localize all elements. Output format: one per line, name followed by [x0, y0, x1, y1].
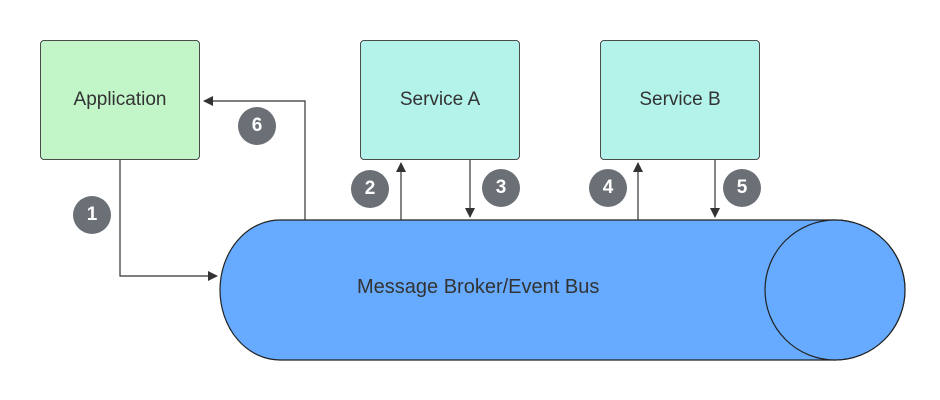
broker-label: Message Broker/Event Bus [357, 276, 600, 298]
step-1-badge: 1 [73, 196, 111, 234]
application-label: Application [73, 89, 167, 110]
service-a-label: Service A [399, 89, 481, 110]
step-4-badge: 4 [589, 169, 627, 207]
application-node[interactable]: Application [40, 40, 200, 160]
service-b-label: Service B [639, 89, 721, 110]
broker-cylinder [219, 219, 906, 361]
step-5-badge: 5 [723, 169, 761, 207]
service-a-node[interactable]: Service A [360, 40, 520, 160]
step-3-badge: 3 [482, 169, 520, 207]
service-b-node[interactable]: Service B [600, 40, 760, 160]
step-2-badge: 2 [351, 170, 389, 208]
connector-app-to-broker [119, 160, 218, 281]
connector-broker-to-app [203, 96, 306, 220]
step-6-badge: 6 [238, 107, 276, 145]
